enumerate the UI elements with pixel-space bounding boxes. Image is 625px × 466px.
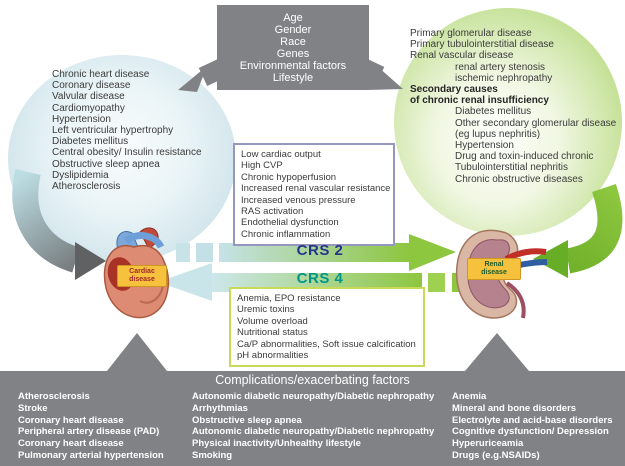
list-item: Obstructive sleep apnea bbox=[52, 158, 160, 170]
list-item: Peripheral artery disease (PAD) bbox=[18, 426, 160, 438]
complications-middle-column: Autonomic diabetic neuropathy/Diabetic n… bbox=[192, 391, 434, 462]
list-item: Dyslipidemia bbox=[52, 169, 109, 181]
list-item: Obstructive sleep apnea bbox=[192, 414, 302, 426]
right-curved-arrow bbox=[533, 184, 623, 278]
list-item: Diabetes mellitus bbox=[455, 106, 532, 118]
label-line: disease bbox=[129, 276, 155, 283]
crs2-arrow bbox=[176, 234, 456, 271]
list-item: Cardiomyopathy bbox=[52, 102, 125, 114]
list-item: Hypertension bbox=[52, 113, 111, 125]
label-line: Cardiac bbox=[129, 268, 155, 275]
cardiorenal-mediators-box: Low cardiac output High CVP Chronic hypo… bbox=[233, 143, 395, 247]
heart-up-arrow bbox=[107, 333, 167, 371]
list-item: Chronic heart disease bbox=[52, 69, 150, 80]
list-item: Mineral and bone disorders bbox=[452, 402, 577, 414]
list-item: Coronary heart disease bbox=[18, 438, 124, 450]
list-item: Chronic obstructive diseases bbox=[455, 173, 583, 185]
renal-risk-circle bbox=[394, 8, 622, 236]
renal-disease-label: Renal disease bbox=[467, 258, 521, 280]
list-item: RAS activation bbox=[241, 206, 304, 218]
list-item: Secondary causes bbox=[410, 84, 498, 96]
list-item: Diabetes mellitus bbox=[52, 136, 129, 148]
factor-line: Gender bbox=[274, 24, 312, 36]
list-item: pH abnormalities bbox=[237, 350, 309, 362]
list-item: Hyperuriceamia bbox=[452, 438, 524, 450]
list-item: Anemia, EPO resistance bbox=[237, 293, 341, 304]
list-item: Nutritional status bbox=[237, 327, 308, 339]
list-item: Valvular disease bbox=[52, 91, 125, 103]
list-item: Other secondary glomerular disease bbox=[455, 117, 617, 129]
kidney-up-arrow bbox=[465, 333, 529, 371]
list-item: Smoking bbox=[192, 449, 233, 461]
top-factors-list: Age Gender Race Genes Environmental fact… bbox=[217, 12, 369, 84]
list-item: Ca/P abnormalities, Soft issue calcifica… bbox=[237, 338, 416, 350]
list-item: Uremic toxins bbox=[237, 304, 295, 316]
crs2-label: CRS 2 bbox=[296, 242, 344, 259]
list-item: Central obesity/ Insulin resistance bbox=[52, 147, 202, 159]
list-item: of chronic renal insufficiency bbox=[410, 95, 549, 107]
list-item: Autonomic diabetic neuropathy/Diabetic n… bbox=[192, 391, 435, 402]
factor-line: Race bbox=[280, 36, 306, 48]
list-item: Increased renal vascular resistance bbox=[241, 183, 391, 195]
cardiac-disease-list: Chronic heart disease Coronary disease V… bbox=[52, 69, 202, 192]
list-item: Chronic hypoperfusion bbox=[241, 171, 337, 183]
list-item: Endothelial dysfunction bbox=[241, 217, 339, 229]
crs4-label: CRS 4 bbox=[296, 270, 344, 287]
list-item: Coronary disease bbox=[52, 80, 131, 92]
renocardiac-mediators-box: Anemia, EPO resistance Uremic toxins Vol… bbox=[229, 287, 425, 368]
list-item: Electrolyte and acid-base disorders bbox=[452, 414, 613, 426]
list-item: Hypertension bbox=[455, 140, 514, 152]
factor-line: Genes bbox=[276, 48, 310, 60]
list-item: Primary tubulointerstitial disease bbox=[410, 39, 554, 51]
cardiac-disease-label: Cardiac disease bbox=[117, 265, 167, 287]
list-item: Drugs (e.g.NSAIDs) bbox=[452, 449, 540, 461]
list-item: (eg lupus nephritis) bbox=[455, 128, 541, 140]
list-item: Stroke bbox=[18, 402, 48, 414]
list-item: Tubulointerstitial nephritis bbox=[455, 162, 569, 174]
left-curved-arrow bbox=[12, 169, 106, 280]
list-item: Coronary heart disease bbox=[18, 414, 124, 426]
list-item: Physical inactivity/Unhealthy lifestyle bbox=[192, 438, 361, 450]
complications-title: Complications/exacerbating factors bbox=[215, 373, 410, 387]
list-item: Primary glomerular disease bbox=[410, 28, 532, 39]
list-item: Autonomic diabetic neuropathy/Diabetic n… bbox=[192, 426, 435, 438]
list-item: Left ventricular hypertrophy bbox=[52, 125, 174, 137]
list-item: Anemia bbox=[452, 391, 487, 402]
complications-right-column: Anemia Mineral and bone disorders Electr… bbox=[452, 391, 613, 462]
renal-disease-list: Primary glomerular disease Primary tubul… bbox=[410, 28, 616, 185]
list-item: Atherosclerosis bbox=[18, 391, 90, 402]
list-item: High CVP bbox=[241, 160, 283, 172]
list-item: Arrhythmias bbox=[192, 402, 248, 414]
label-line: disease bbox=[481, 269, 507, 276]
factor-line: Environmental factors bbox=[239, 60, 347, 72]
complications-left-column: Atherosclerosis Stroke Coronary heart di… bbox=[18, 391, 164, 462]
top-factors-arrow bbox=[178, 5, 403, 92]
factor-line: Lifestyle bbox=[272, 72, 314, 84]
bottom-band bbox=[0, 333, 625, 466]
factor-line: Age bbox=[283, 12, 303, 24]
list-item: Atherosclerosis bbox=[52, 181, 121, 193]
list-item: Chronic inflammation bbox=[241, 228, 331, 240]
list-item: Drug and toxin-induced chronic bbox=[455, 151, 594, 163]
list-item: ischemic nephropathy bbox=[455, 72, 553, 84]
list-item: Cognitive dysfunction/ Depression bbox=[452, 426, 609, 438]
list-item: Pulmonary arterial hypertension bbox=[18, 449, 164, 461]
list-item: Volume overload bbox=[237, 315, 308, 327]
label-line: Renal bbox=[484, 261, 504, 268]
list-item: Increased venous pressure bbox=[241, 194, 356, 206]
list-item: Renal vascular disease bbox=[410, 50, 514, 62]
list-item: Low cardiac output bbox=[241, 149, 321, 160]
list-item: renal artery stenosis bbox=[455, 61, 546, 73]
